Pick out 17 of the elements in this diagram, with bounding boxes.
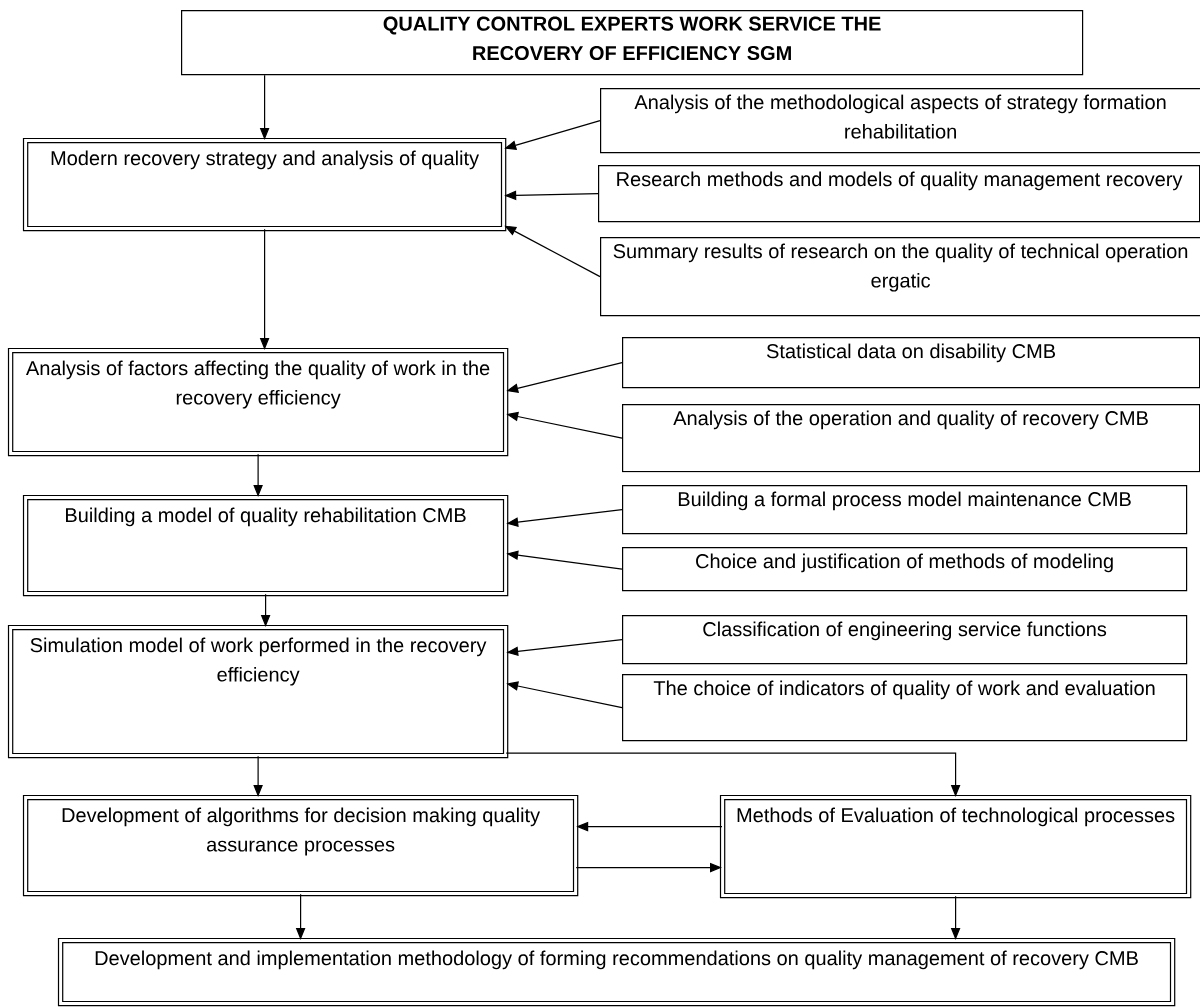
process-box: Building a model of quality rehabilitation CMB	[22, 494, 509, 597]
input-box: Analysis of the methodological aspects of strategy formation rehabilitation	[600, 88, 1200, 154]
process-box: Development of algorithms for decision making quality assurance processes	[22, 794, 579, 897]
input-box: Analysis of the operation and quality of recovery CMB	[622, 404, 1200, 473]
input-box: Building a formal process model maintenance CMB	[622, 485, 1188, 535]
input-box: Statistical data on disability CMB	[622, 337, 1200, 389]
process-box: Methods of Evaluation of technological processes	[719, 794, 1192, 899]
input-box: Choice and justification of methods of modeling	[622, 547, 1188, 592]
process-box: Development and implementation methodology of forming recommendations on quality management of recovery CMB	[57, 937, 1176, 1007]
process-box: Analysis of factors affecting the quality of work in the recovery efficiency	[7, 347, 509, 457]
process-box: Simulation model of work performed in the recovery efficiency	[7, 624, 509, 759]
input-box: Summary results of research on the quality of technical operation ergatic	[600, 237, 1200, 317]
input-box: QUALITY CONTROL EXPERTS WORK SERVICE THE RECOVERY OF EFFICIENCY SGM	[181, 10, 1084, 76]
process-box: Modern recovery strategy and analysis of quality	[22, 137, 507, 232]
input-box: Classification of engineering service functions	[622, 615, 1188, 665]
input-box: The choice of indicators of quality of work and evaluation	[622, 674, 1188, 742]
input-box: Research methods and models of quality management recovery	[598, 165, 1200, 223]
